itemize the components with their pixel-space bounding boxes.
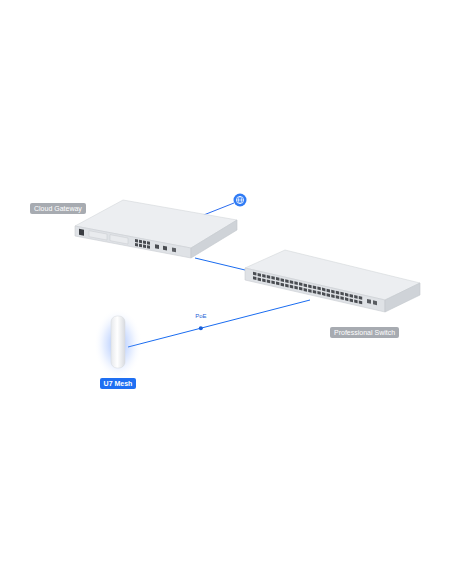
device-node: U7 Mesh [108, 314, 128, 370]
device-label: Professional Switch [330, 327, 399, 338]
edge-label: PoE [194, 313, 207, 320]
device-illustration [75, 198, 237, 258]
device-illustration [245, 250, 420, 300]
device-label: Cloud Gateway [30, 203, 86, 214]
device-node: Cloud Gateway [75, 198, 237, 258]
device-illustration [108, 314, 128, 370]
poe-dot [199, 326, 203, 330]
network-cable [195, 258, 245, 270]
device-label: U7 Mesh [100, 378, 137, 389]
network-cable [128, 300, 310, 347]
globe-icon [234, 194, 247, 207]
device-node: Professional Switch [245, 250, 420, 300]
